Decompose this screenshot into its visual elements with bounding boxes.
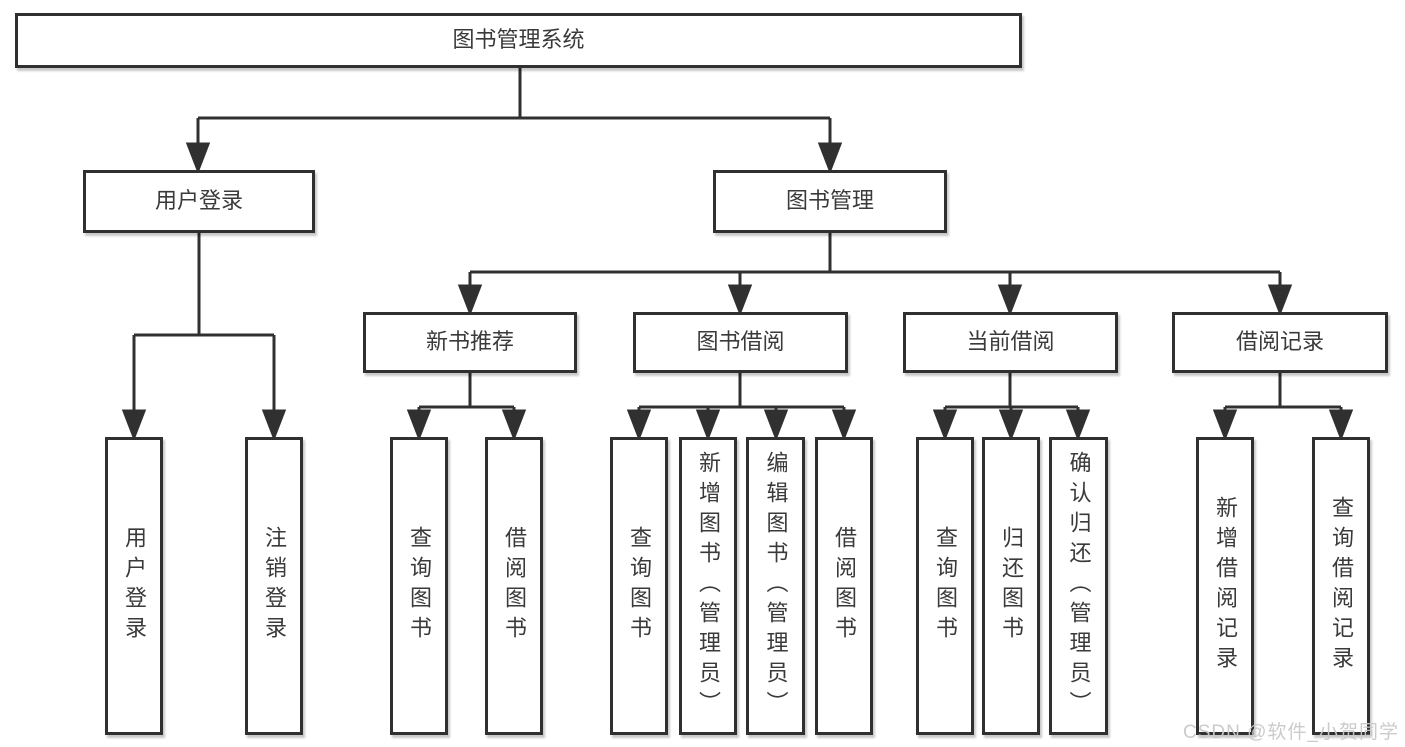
leaf-br-query-record: 查询借阅记录 <box>1312 437 1370 735</box>
csdn-watermark: CSDN @软件_小贺同学 <box>1183 722 1399 743</box>
leaf-cb-query-books: 查询图书 <box>916 437 974 735</box>
edges-new-book-recommend <box>406 373 527 442</box>
edges-current-borrow <box>932 373 1091 442</box>
edges-user-login <box>121 233 287 442</box>
edges-book-management <box>457 233 1293 317</box>
leaf-bb-edit-books-admin: 编辑图书（管理员） <box>746 437 805 735</box>
arrowhead <box>185 142 211 175</box>
node-book-management: 图书管理 <box>713 170 947 233</box>
edges-book-borrow <box>626 373 857 442</box>
edges-root <box>185 68 843 175</box>
arrowhead <box>817 142 843 175</box>
node-borrow-records: 借阅记录 <box>1172 312 1388 373</box>
leaf-user-login: 用户登录 <box>105 437 163 735</box>
leaf-cb-confirm-return-admin: 确认归还（管理员） <box>1049 437 1108 735</box>
leaf-logout: 注销登录 <box>245 437 303 735</box>
node-user-login: 用户登录 <box>83 170 315 233</box>
leaf-bb-borrow-books: 借阅图书 <box>815 437 873 735</box>
node-root-system: 图书管理系统 <box>15 13 1022 68</box>
leaf-cb-return-books: 归还图书 <box>982 437 1040 735</box>
leaf-br-add-record: 新增借阅记录 <box>1196 437 1254 735</box>
edges-borrow-records <box>1212 373 1354 442</box>
node-book-borrow: 图书借阅 <box>633 312 848 373</box>
leaf-bb-query-books: 查询图书 <box>610 437 668 735</box>
leaf-bb-add-books-admin: 新增图书（管理员） <box>679 437 737 735</box>
node-new-book-recommend: 新书推荐 <box>363 312 577 373</box>
leaf-nbr-borrow-books: 借阅图书 <box>485 437 543 735</box>
leaf-nbr-query-books: 查询图书 <box>390 437 448 735</box>
node-current-borrow: 当前借阅 <box>903 312 1118 373</box>
